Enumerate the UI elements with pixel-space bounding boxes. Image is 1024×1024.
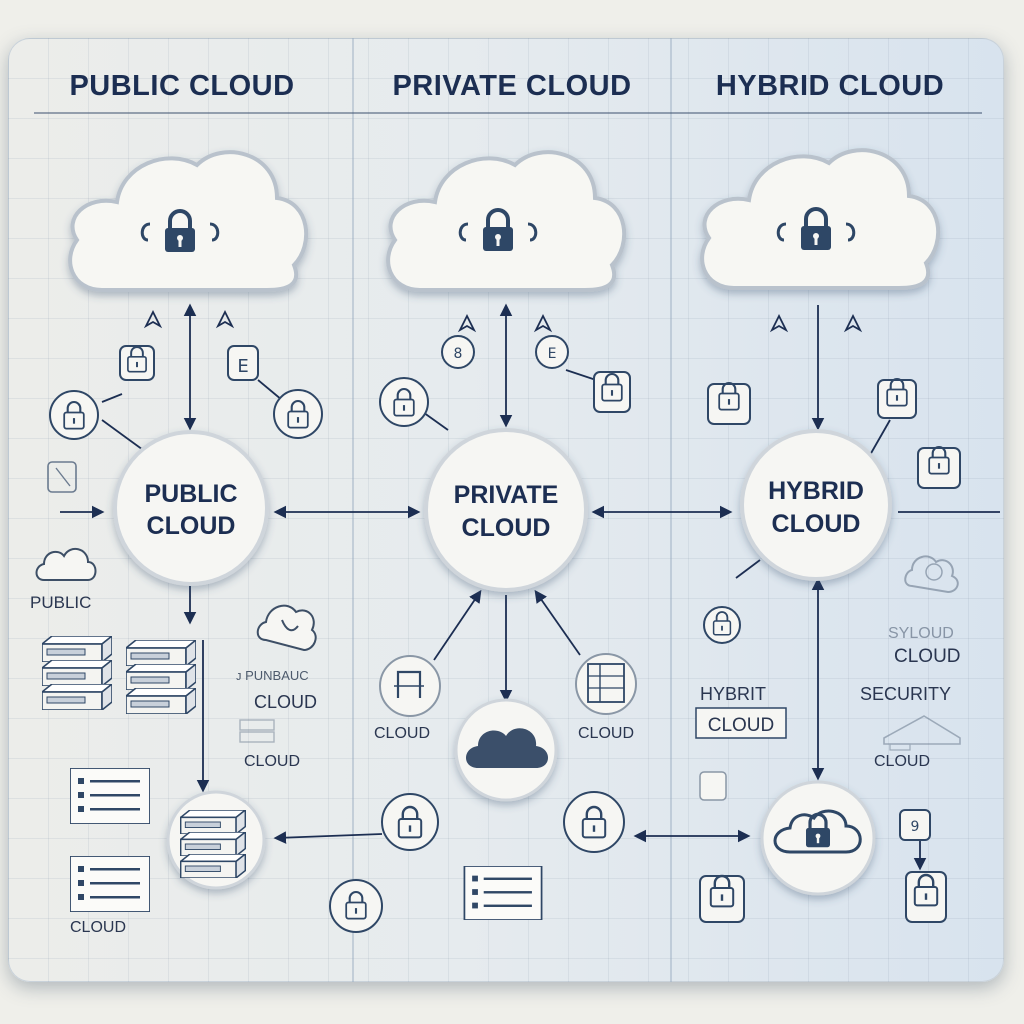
padlock-icon: 8 (441, 335, 475, 369)
svg-text:E: E (548, 346, 557, 362)
label-public-cloud-3: CLOUD (70, 919, 126, 936)
hub-public-label-2: CLOUD (147, 512, 236, 540)
padlock-icon (703, 606, 741, 644)
hybrid-cloud-box (695, 707, 787, 739)
arrow-chevrons (143, 309, 863, 333)
header-private-cloud: PRIVATE CLOUD (392, 69, 632, 102)
label-private-cloud-right: CLOUD (578, 725, 634, 742)
hybrid-cloud-icon (700, 148, 941, 290)
padlock-icon (119, 345, 155, 381)
padlock-icon (563, 791, 625, 853)
padlock-icon (707, 381, 751, 425)
padlock-icon: 9 (899, 809, 931, 841)
hub-hybrid-label-2: CLOUD (772, 510, 861, 538)
svg-text:8: 8 (454, 346, 463, 362)
padlock-icon (49, 390, 99, 440)
svg-text:9: 9 (911, 819, 920, 835)
label-hybrid-cloud-2: CLOUD (874, 753, 930, 770)
padlock-icon (381, 793, 439, 851)
padlock-icons: E 8 E 9 (49, 335, 961, 933)
padlock-icon (877, 377, 917, 419)
connector-lines (60, 303, 1000, 871)
padlock-icon (379, 377, 429, 427)
server-stack-icon (166, 790, 266, 890)
label-hybrid-cloud-1: CLOUD (894, 646, 961, 667)
device-icon (379, 655, 441, 717)
label-private-cloud-left: CLOUD (374, 725, 430, 742)
padlock-icon (699, 771, 727, 801)
server-stack-icon (42, 636, 112, 710)
private-cloud-icon (386, 150, 627, 292)
padlock-icon (273, 389, 323, 439)
hub-hybrid-cloud (740, 429, 892, 581)
label-public-cloud-1: CLOUD (254, 692, 317, 712)
label-hybrit: HYBRIT (700, 684, 766, 704)
padlock-icon (917, 445, 961, 489)
padlock-icon (593, 371, 631, 413)
badge-icon (256, 604, 317, 652)
header-hybrid-cloud: HYBRID CLOUD (715, 69, 945, 102)
hub-hybrid-label-1: HYBRID (768, 477, 864, 505)
header-public-cloud: PUBLIC CLOUD (69, 69, 295, 102)
svg-text:E: E (237, 356, 248, 377)
label-public-garbled: ᴊ PUNBAUC (236, 668, 309, 683)
padlock-icon (699, 874, 745, 923)
document-list-icon (463, 866, 543, 920)
private-center-cloud-icon (454, 698, 558, 802)
rack-icon (575, 653, 637, 715)
public-cloud-icon (68, 150, 309, 292)
hub-private-label-1: PRIVATE (454, 481, 559, 509)
server-stack-icon (126, 640, 196, 714)
faded-server-icon (239, 719, 275, 743)
padlock-icon (905, 871, 947, 923)
faded-cloud-icon (904, 555, 959, 594)
header-divider (34, 112, 982, 114)
hub-private-cloud (424, 428, 588, 592)
padlock-icon: E (535, 335, 569, 369)
label-hybrid-faded: SYLOUD (888, 625, 954, 642)
small-cloud-icon (35, 547, 97, 581)
padlock-icon (329, 879, 383, 933)
label-hybrid-cloud-box: CLOUD (708, 715, 775, 736)
padlock-icon: E (227, 345, 259, 381)
cloud-lock-icon (760, 780, 876, 896)
document-list-icon (70, 856, 150, 912)
label-security: SECURITY (860, 684, 951, 704)
hub-public-cloud (113, 430, 269, 586)
label-public: PUBLIC (30, 593, 91, 612)
globe-icon (47, 461, 77, 493)
faded-cloud-icon (883, 715, 961, 751)
document-list-icon (70, 768, 150, 824)
hub-public-label-1: PUBLIC (144, 480, 237, 508)
hub-private-label-2: CLOUD (462, 514, 551, 542)
label-public-cloud-2: CLOUD (244, 753, 300, 770)
